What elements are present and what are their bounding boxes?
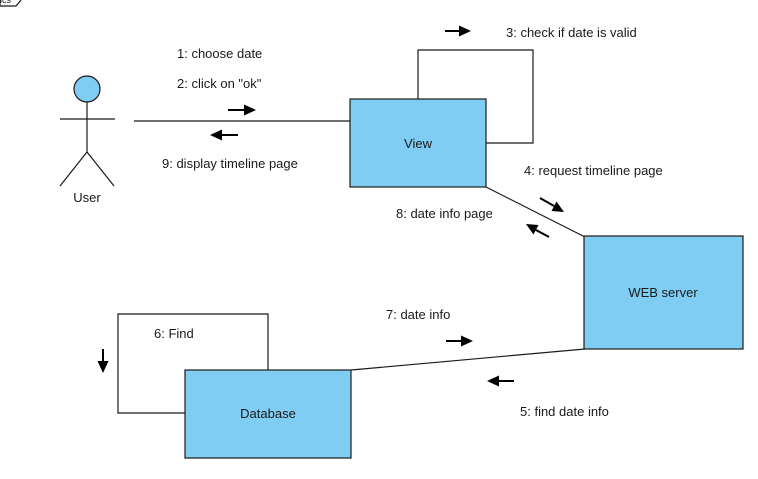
- object-database-box: [184, 369, 352, 459]
- message-8-label: 8: date info page: [396, 206, 493, 221]
- message-2-arrow: [228, 104, 256, 116]
- message-7-label: 7: date info: [386, 307, 450, 322]
- message-4-label: 4: request timeline page: [524, 163, 663, 178]
- frame-tab: [0, 0, 22, 7]
- actor-user[interactable]: User: [59, 75, 115, 205]
- object-web-server[interactable]: WEB server: [583, 235, 744, 350]
- object-database[interactable]: Database: [184, 369, 352, 459]
- link-database-webserver: [350, 348, 586, 371]
- object-view-box: [349, 98, 487, 188]
- message-6-label: 6: Find: [154, 326, 194, 341]
- message-9-label: 9: display timeline page: [162, 156, 298, 171]
- actor-user-label: User: [73, 190, 101, 205]
- link-view-webserver: [485, 186, 586, 238]
- message-3-arrow: [445, 25, 471, 37]
- object-view-label: View: [404, 136, 433, 151]
- message-7-arrow: [446, 335, 473, 347]
- self-loop-view: [417, 49, 534, 144]
- message-1-label: 1: choose date: [177, 46, 262, 61]
- object-web-server-label: WEB server: [628, 285, 698, 300]
- object-view[interactable]: View: [349, 98, 487, 188]
- message-4-arrow: [539, 197, 564, 212]
- actor-head: [73, 75, 101, 103]
- actor-right-leg: [86, 151, 115, 187]
- object-database-label: Database: [240, 406, 296, 421]
- self-loop-database: [117, 313, 269, 414]
- actor-left-leg: [59, 151, 88, 187]
- message-5-label: 5: find date info: [520, 404, 609, 419]
- message-8-arrow: [526, 224, 550, 238]
- message-2-label: 2: click on "ok": [177, 76, 262, 91]
- frame-label: ics: [0, 0, 11, 5]
- message-5-arrow: [487, 375, 514, 387]
- message-6-arrow: [97, 349, 109, 373]
- object-web-server-box: [583, 235, 744, 350]
- message-3-label: 3: check if date is valid: [506, 25, 637, 40]
- message-9-arrow: [210, 129, 238, 141]
